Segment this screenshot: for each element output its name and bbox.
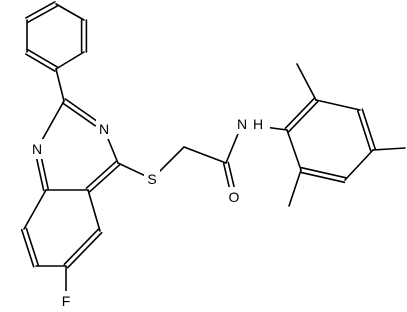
bond-ph4-c2 [55, 68, 65, 102]
bond-c2-n3-a [61, 102, 97, 127]
atom-fluorine-label: F [62, 293, 71, 309]
bond-ph4-ph5-b [24, 53, 56, 72]
atom-n1-label: N [32, 141, 42, 157]
atom-n3-label: N [99, 121, 109, 137]
atom-amide-h-label: H [253, 116, 263, 132]
bond-ph4-ph5-a [27, 49, 59, 68]
bond-ph6-ph1-b [24, 1, 56, 19]
atom-bg [226, 187, 242, 207]
bond-c5-c6-b [66, 231, 103, 269]
atom-bg [144, 169, 160, 189]
bond-c8a-n1-b [35, 157, 45, 192]
atom-bg [96, 119, 112, 139]
bond-n3-c4 [106, 136, 119, 164]
bond-ch2-cam [183, 146, 227, 164]
bond-c7-c8-b [20, 228, 35, 268]
bond-s-ch2 [157, 146, 185, 174]
bond-a1-a2-b [284, 97, 316, 130]
atom-bg [232, 114, 270, 134]
atom-oxygen-label: O [229, 189, 240, 205]
bond-a1-a2-a [287, 100, 319, 133]
bond-a5-a6-b [299, 171, 346, 184]
bond-ph1-ph2 [55, 3, 85, 21]
bond-c2-n3-b [64, 98, 99, 123]
bond-c8-c8a [23, 189, 47, 230]
bond-a5-a6-a [300, 166, 347, 179]
bond-c5-c6-a [63, 228, 100, 266]
bond-a6-a1 [286, 129, 302, 171]
bond-c4a-c5 [87, 189, 101, 232]
bond-c4-s [117, 162, 145, 176]
atom-bg [58, 291, 74, 311]
bond-a4-a5 [344, 149, 374, 181]
bond-c8a-n1-a [40, 156, 50, 191]
bond-c4-c4a-a [85, 160, 118, 189]
bond-ph3-ph4 [55, 51, 85, 70]
bond-a6-me6 [288, 169, 302, 207]
bond-a3-a4-b [361, 108, 377, 151]
atom-bg [29, 139, 45, 159]
bond-n1-c2 [40, 100, 65, 142]
bond-cam-o-a [222, 162, 231, 190]
atom-amide-n-label: N [237, 116, 247, 132]
bond-a2-a3 [315, 99, 361, 111]
bond-a3-a4-a [356, 109, 372, 152]
bond-a4-me4 [372, 147, 406, 151]
bond-a2-me2 [296, 63, 317, 101]
labels-layer: N N S O N H F [29, 114, 270, 311]
bond-cam-nh [225, 132, 239, 164]
bond-cam-o-b [227, 161, 236, 189]
bond-ph6-ph1-a [27, 5, 59, 23]
bond-c7-c8-a [25, 227, 40, 267]
bond-c4-c4a-b [88, 164, 121, 193]
bonds-layer [20, 1, 406, 293]
atom-sulfur-label: S [147, 171, 156, 187]
